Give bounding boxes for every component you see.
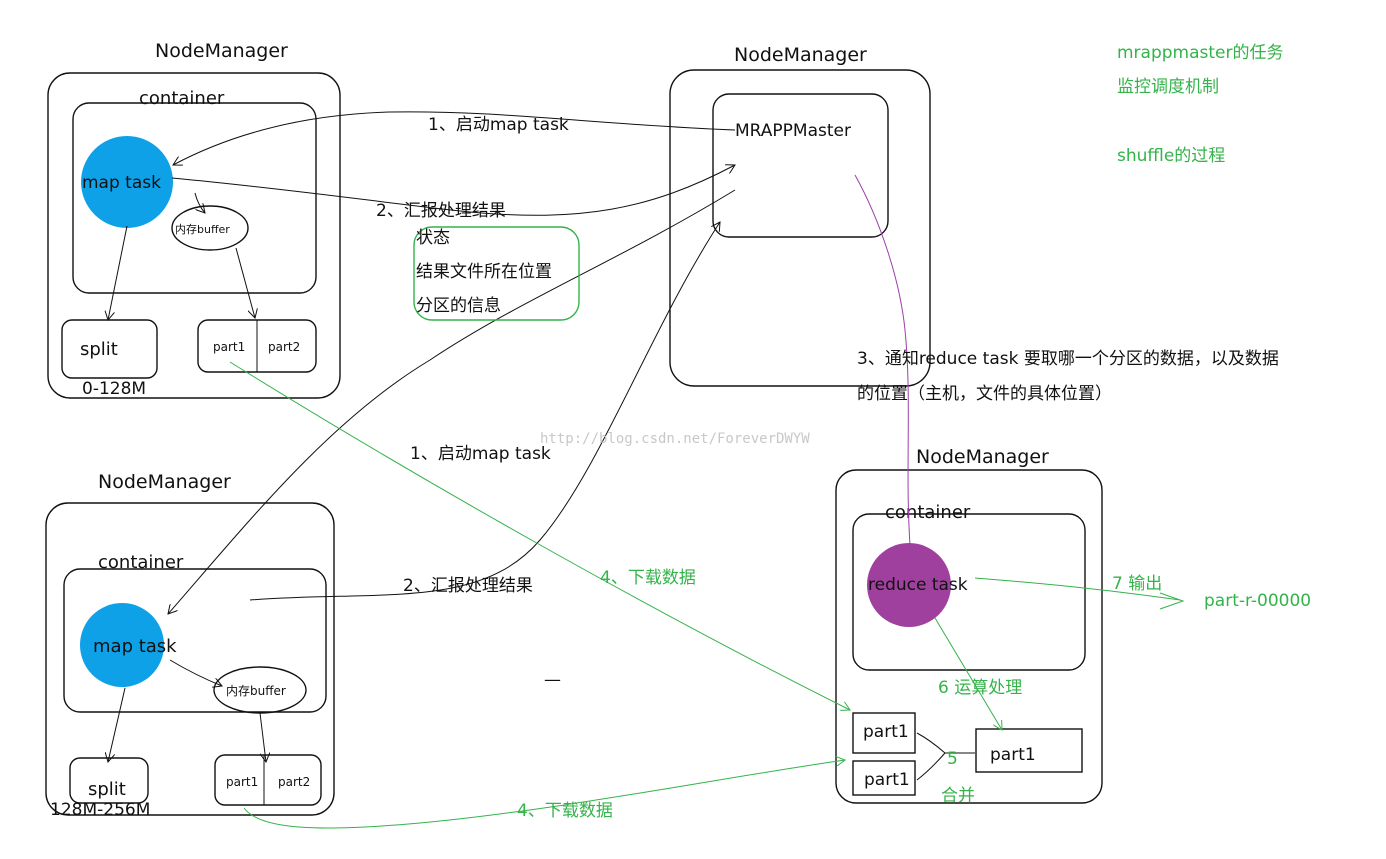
- label-merge-number: 5: [947, 749, 958, 769]
- container-label: container: [98, 552, 184, 573]
- label-report-result-2: 2、汇报处理结果: [403, 576, 533, 596]
- memory-buffer-label: 内存buffer: [226, 684, 286, 698]
- label-notify-line-2: 的位置（主机，文件的具体位置）: [857, 384, 1112, 404]
- map-task-node: [81, 136, 173, 228]
- label-download-data-2: 4、下载数据: [517, 801, 613, 821]
- note-mrappmaster-tasks: mrappmaster的任务: [1117, 43, 1284, 63]
- report-detail-partition-info: 分区的信息: [416, 296, 501, 316]
- arrow-notify-reduce-task: [854, 174, 911, 546]
- container-frame: [63, 568, 327, 713]
- arrow-to-buffer: [194, 192, 205, 213]
- map-task-label: map task: [82, 173, 161, 193]
- map-task-node: [80, 603, 164, 687]
- arrow-to-buffer: [169, 659, 222, 686]
- memory-buffer-node: [171, 205, 249, 251]
- node-manager-title: NodeManager: [98, 471, 231, 493]
- label-compute: 6 运算处理: [938, 678, 1022, 698]
- label-start-map-task-1: 1、启动map task: [428, 115, 569, 135]
- container-frame: [852, 513, 1086, 671]
- node-manager-frame: [47, 72, 341, 399]
- report-detail-status: 状态: [416, 228, 450, 248]
- arrow-to-split: [108, 225, 128, 320]
- map-task-label: map task: [93, 636, 177, 657]
- node-manager-title: NodeManager: [155, 40, 288, 62]
- container-label: container: [885, 502, 971, 523]
- arrow-to-split: [108, 687, 126, 762]
- partition-2-label: part2: [278, 775, 310, 789]
- partition-1-label: part1: [213, 340, 245, 354]
- split-range-label: 128M-256M: [50, 800, 150, 820]
- partition-2-label: part2: [268, 340, 300, 354]
- label-output-file: part-r-00000: [1204, 591, 1311, 611]
- reduce-task-label: reduce task: [868, 575, 968, 595]
- node-manager-title: NodeManager: [734, 44, 867, 66]
- container-label: container: [139, 88, 225, 109]
- node-manager-master: NodeManager MRAPPMaster: [669, 44, 931, 387]
- node-manager-title: NodeManager: [916, 446, 1049, 468]
- note-shuffle-process: shuffle的过程: [1117, 146, 1225, 166]
- split-label: split: [80, 339, 118, 360]
- memory-buffer-label: 内存buffer: [175, 222, 230, 236]
- arrow-output: [974, 577, 1181, 601]
- arrow-report-result-2: [249, 222, 720, 601]
- label-report-result-1: 2、汇报处理结果: [376, 201, 506, 221]
- input-part-label-1: part1: [863, 722, 909, 742]
- node-manager-reduce: NodeManager container reduce task part1 …: [835, 446, 1103, 804]
- node-manager-frame: [45, 502, 335, 816]
- watermark-text: http://blog.csdn.net/ForeverDWYW: [540, 431, 810, 447]
- arrow-start-map-task-2: [168, 189, 736, 614]
- node-manager-frame: [669, 69, 931, 387]
- merged-part-box: [975, 728, 1083, 773]
- label-merge: 合并: [941, 786, 975, 806]
- label-start-map-task-2: 1、启动map task: [410, 444, 551, 464]
- arrow-report-result-1: [171, 165, 735, 216]
- dash-mark: —: [544, 670, 561, 690]
- input-part-box-2: [852, 760, 916, 796]
- split-range-label: 0-128M: [82, 379, 146, 399]
- split-label: split: [88, 779, 126, 800]
- reduce-task-node: [867, 543, 951, 627]
- input-part-label-2: part1: [864, 770, 910, 790]
- arrow-start-map-task-1: [173, 111, 736, 165]
- node-manager-top-left: NodeManager container map task 内存buffer …: [47, 40, 341, 399]
- report-detail-file-location: 结果文件所在位置: [416, 262, 552, 282]
- mrappmaster-box: [712, 93, 889, 238]
- node-manager-bottom-left: NodeManager container map task 内存buffer …: [45, 471, 335, 820]
- report-details-box: [413, 226, 580, 321]
- merged-part-label: part1: [990, 745, 1036, 765]
- node-manager-frame: [835, 469, 1103, 804]
- note-monitor-scheduling: 监控调度机制: [1117, 77, 1219, 97]
- arrow-to-partition: [259, 712, 266, 762]
- arrow-download-data-2: [243, 760, 845, 829]
- mrappmaster-label: MRAPPMaster: [735, 121, 851, 141]
- label-output: 7 输出: [1112, 574, 1162, 594]
- container-frame: [72, 102, 317, 294]
- label-notify-line-1: 3、通知reduce task 要取哪一个分区的数据，以及数据: [857, 349, 1279, 369]
- arrow-output-head: [1159, 592, 1185, 610]
- merge-connector: [916, 732, 946, 781]
- label-download-data-1: 4、下载数据: [600, 568, 696, 588]
- arrow-download-data-1: [229, 361, 850, 710]
- arrow-to-partition: [235, 247, 255, 318]
- partition-1-label: part1: [226, 775, 258, 789]
- input-part-box-1: [852, 712, 916, 754]
- arrow-compute: [934, 617, 1002, 730]
